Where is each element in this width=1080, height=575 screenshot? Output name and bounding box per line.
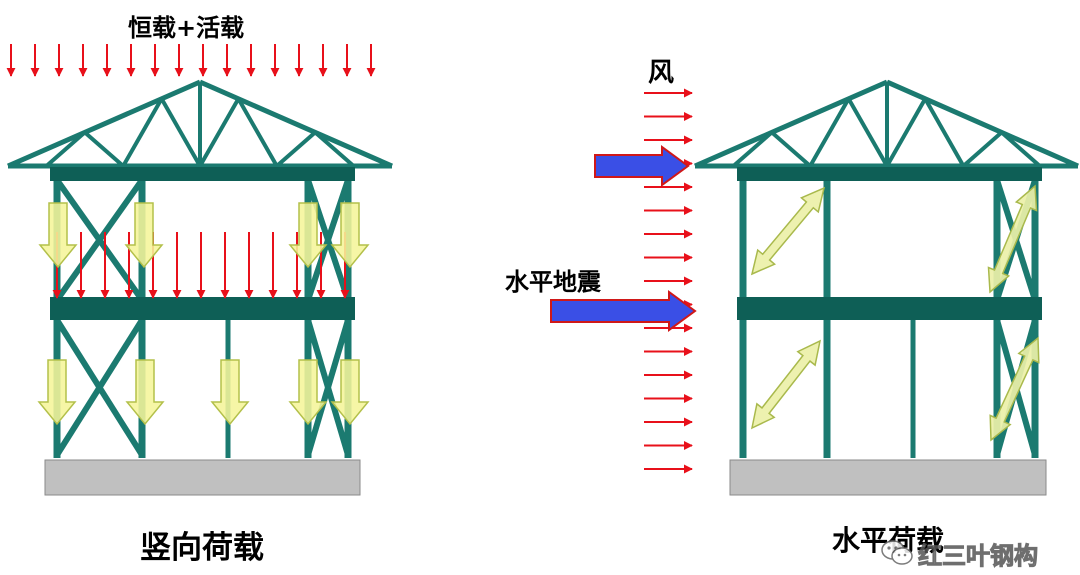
vertical-force-arrow <box>124 202 164 269</box>
roof-web-member <box>808 97 851 167</box>
vertical-force-arrow <box>125 359 165 426</box>
cross-brace <box>54 178 145 302</box>
dead-live-load-label: 恒载+活载 <box>128 14 245 42</box>
vertical-force-arrow <box>210 359 250 426</box>
cross-brace <box>305 179 351 301</box>
left-building-vertical-loads <box>6 44 394 496</box>
wechat-icon <box>881 540 913 565</box>
vertical-force-arrow <box>288 359 328 426</box>
foundation-slab <box>44 459 361 496</box>
watermark-text: 红三叶钢构 <box>918 541 1039 570</box>
brace-axial-force-arrow <box>750 186 826 276</box>
roof-web-member <box>770 130 812 168</box>
cross-brace <box>54 318 145 457</box>
roof-beam <box>737 167 1042 181</box>
watermark: 红三叶钢构 <box>880 538 1039 570</box>
roof-rafter-right <box>198 79 394 169</box>
horizontal-earthquake-label: 水平地震 <box>505 268 601 296</box>
roof-web-member <box>1000 130 1042 168</box>
roof-rafter-right <box>885 79 1080 169</box>
vertical-force-arrow <box>330 202 370 269</box>
roof-beam <box>50 167 355 181</box>
roof-web-member <box>885 97 927 167</box>
vertical-force-arrow <box>37 359 77 426</box>
roof-web-member <box>121 97 164 167</box>
roof-rafter-left <box>6 79 202 169</box>
roof-web-member <box>45 130 87 168</box>
roof-web-member <box>962 130 1003 168</box>
roof-web-member <box>846 97 889 167</box>
roof-web-member <box>313 130 355 168</box>
roof-web-member <box>275 130 317 168</box>
roof-web-member <box>83 130 125 168</box>
right-building-horizontal-loads <box>550 79 1080 496</box>
earthquake-lateral-arrow <box>550 290 697 332</box>
wind-lateral-arrow <box>594 145 690 187</box>
roof-web-member <box>159 97 202 167</box>
vertical-loads-caption: 竖向荷载 <box>140 530 264 566</box>
brace-axial-force-arrow <box>987 184 1038 294</box>
brace-axial-force-arrow <box>750 339 822 430</box>
foundation-slab <box>729 459 1047 496</box>
brace-axial-force-arrow <box>989 336 1040 442</box>
cross-brace <box>305 319 351 456</box>
vertical-force-arrow <box>38 202 78 269</box>
roof-web-member <box>732 130 774 168</box>
vertical-force-arrow <box>330 359 370 426</box>
roof-web-member <box>198 97 241 167</box>
floor-beam <box>50 297 355 320</box>
roof-web-member <box>236 97 279 167</box>
wind-label: 风 <box>648 58 675 88</box>
vertical-force-arrow <box>288 202 328 269</box>
roof-rafter-left <box>693 79 889 169</box>
roof-web-member <box>923 97 966 167</box>
floor-beam <box>737 297 1042 320</box>
